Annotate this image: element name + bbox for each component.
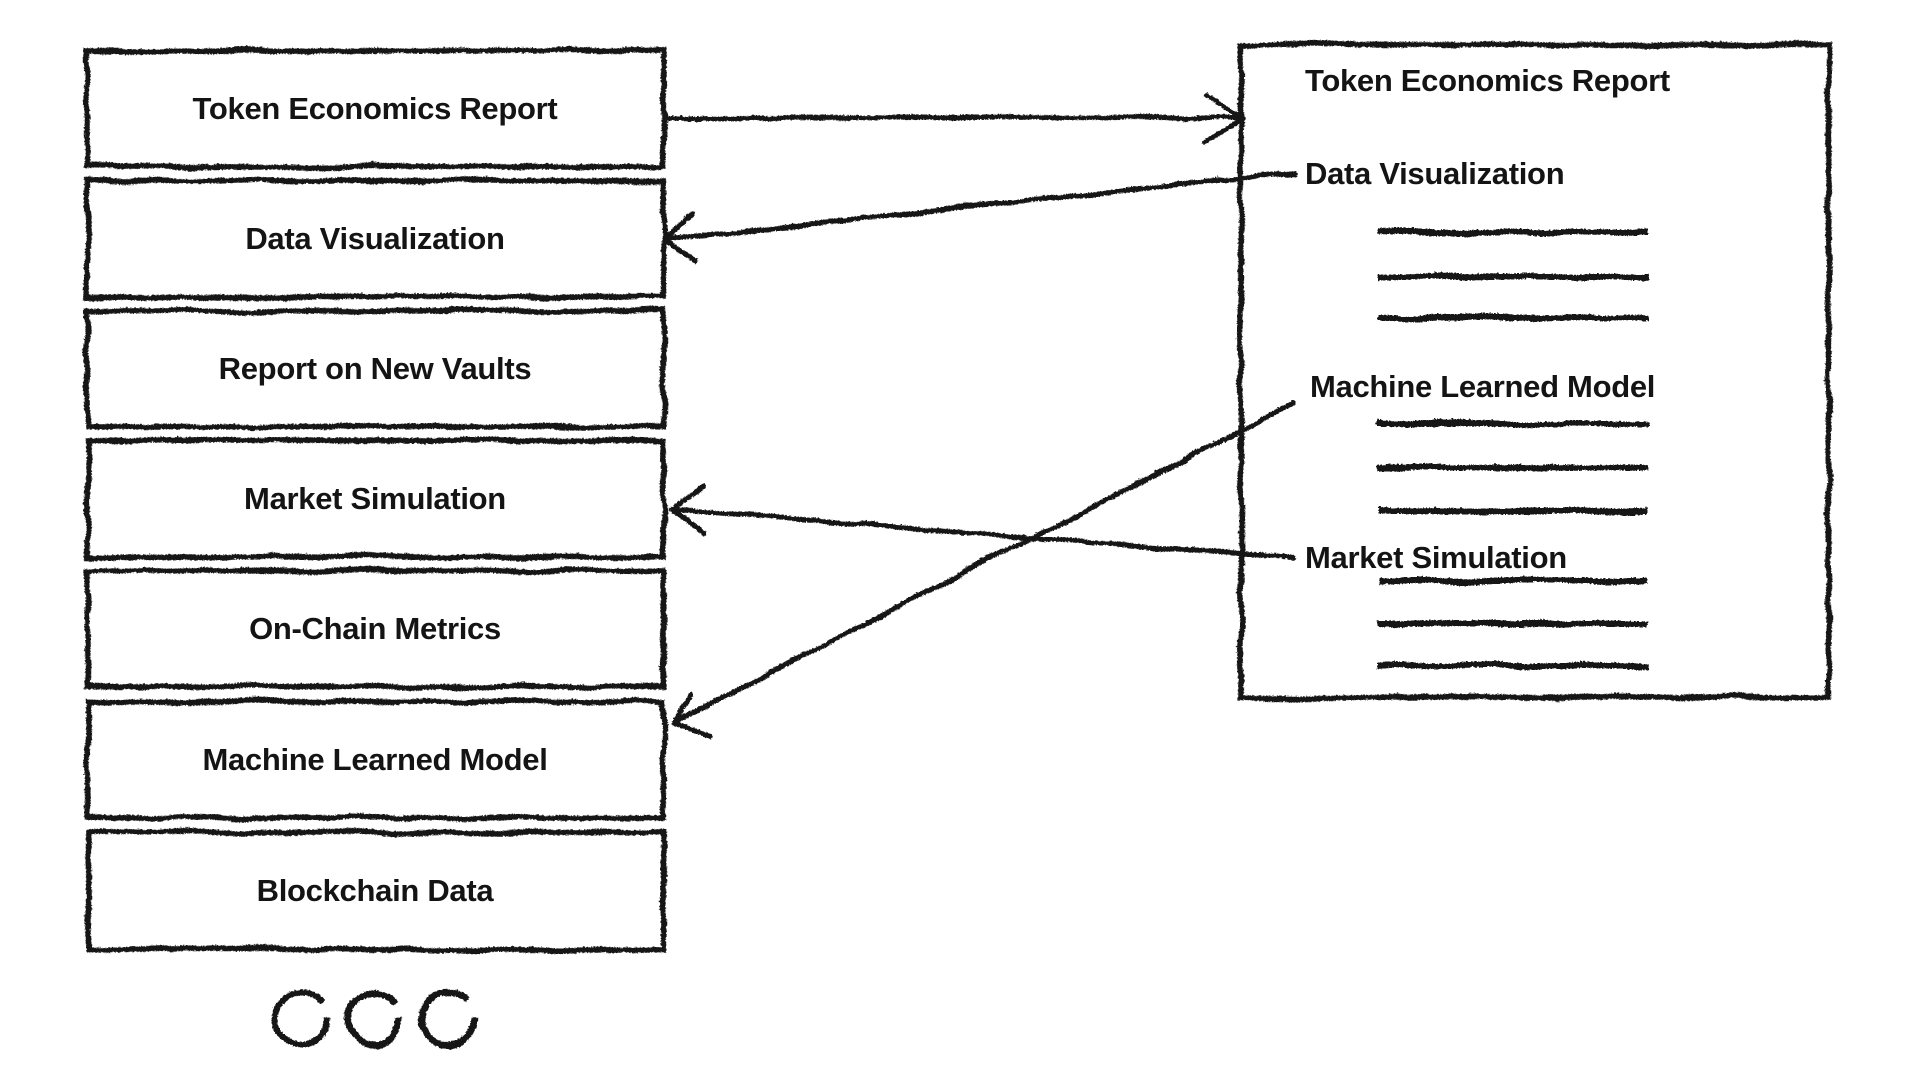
source-box-label: Data Visualization	[245, 221, 504, 256]
source-stack-labels: Token Economics Report Data Visualizatio…	[193, 91, 558, 908]
source-box-machine-learned-model	[84, 698, 666, 820]
source-box-label: Blockchain Data	[257, 873, 495, 908]
source-box-label: Token Economics Report	[193, 91, 558, 126]
source-box-on-chain-metrics	[84, 567, 666, 689]
arrow-document-to-data-visualization	[660, 169, 1297, 265]
source-box-label: Report on New Vaults	[219, 351, 532, 386]
document-panel	[1237, 41, 1831, 700]
arrowhead-left-icon	[660, 210, 698, 265]
more-items-indicator	[271, 988, 477, 1048]
ellipsis-circle	[417, 988, 477, 1048]
source-box-report-on-new-vaults	[84, 307, 666, 429]
section-heading-data-visualization: Data Visualization	[1305, 156, 1564, 191]
arrowhead-right-icon	[1201, 91, 1244, 144]
section-heading-machine-learned-model: Machine Learned Model	[1310, 369, 1655, 404]
source-box-blockchain-data	[84, 829, 666, 952]
source-box-label: Market Simulation	[244, 481, 506, 516]
arrowhead-left-icon	[667, 483, 707, 535]
arrowhead-left-icon	[669, 691, 712, 740]
ellipsis-circle	[271, 988, 331, 1048]
document-title: Token Economics Report	[1305, 63, 1670, 98]
source-box-token-economics-report	[84, 47, 666, 169]
source-box-label: Machine Learned Model	[202, 742, 547, 777]
source-box-data-visualization	[84, 177, 666, 299]
source-box-label: On-Chain Metrics	[249, 611, 501, 646]
section-lines-data-visualization	[1377, 229, 1648, 320]
source-box-market-simulation	[84, 437, 666, 559]
document-labels: Token Economics Report Data Visualizatio…	[1305, 63, 1670, 575]
ellipsis-circle	[343, 988, 403, 1048]
section-lines-market-simulation	[1377, 577, 1648, 668]
arrow-document-to-market-simulation	[667, 483, 1297, 561]
arrow-source-to-document	[661, 91, 1244, 144]
arrow-document-to-machine-learned-model	[669, 400, 1295, 740]
section-heading-market-simulation: Market Simulation	[1305, 540, 1567, 575]
section-lines-machine-learned-model	[1377, 420, 1648, 513]
